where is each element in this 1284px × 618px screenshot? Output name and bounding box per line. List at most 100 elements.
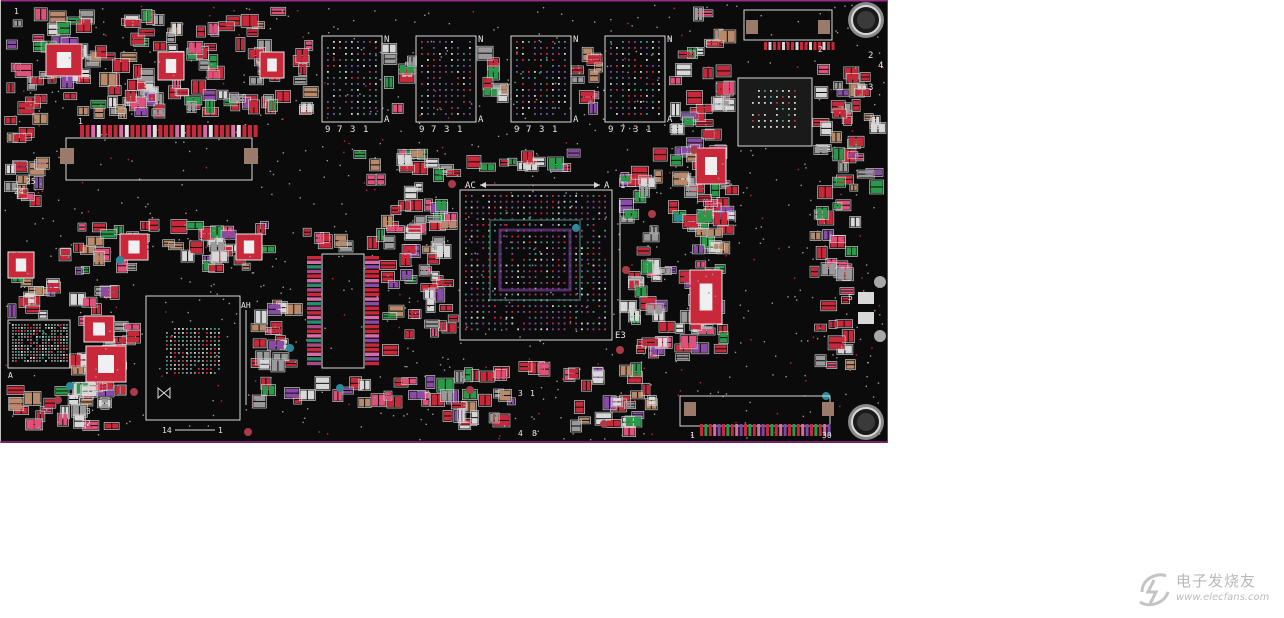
- via: [785, 375, 787, 378]
- bga-ball: [575, 195, 577, 197]
- via: [434, 90, 437, 93]
- test-point: [572, 224, 580, 232]
- bga-ball: [66, 324, 68, 326]
- via: [90, 426, 93, 428]
- bga-ball: [39, 324, 41, 326]
- via: [842, 237, 844, 240]
- bga-ball: [451, 107, 453, 109]
- smd-component: [636, 246, 651, 256]
- via: [512, 103, 515, 106]
- via: [158, 61, 161, 63]
- smd-component: [38, 310, 48, 320]
- bga-ball: [345, 71, 347, 73]
- via: [537, 154, 539, 157]
- via: [589, 100, 592, 102]
- smd-component: [229, 93, 246, 103]
- bga-ball: [563, 258, 566, 261]
- bga-ball: [433, 101, 435, 103]
- bga-ball: [469, 83, 471, 85]
- via: [618, 248, 620, 251]
- bga-ball: [575, 247, 577, 249]
- via: [555, 396, 557, 399]
- smd-component: [17, 188, 29, 200]
- bga-ball: [557, 247, 560, 249]
- smd-component: [833, 81, 843, 91]
- bga-ball: [516, 65, 518, 67]
- bga-ball: [421, 65, 423, 67]
- bga-ball: [451, 47, 453, 49]
- connector-pad: [773, 42, 776, 50]
- via: [295, 99, 297, 102]
- bga-ball: [351, 59, 353, 61]
- via: [478, 105, 481, 107]
- power-inductor: [119, 233, 149, 261]
- smd-component: [679, 334, 698, 350]
- via: [289, 288, 292, 290]
- smd-component: [423, 288, 436, 300]
- smd-component: [75, 18, 92, 33]
- via: [57, 199, 60, 201]
- via: [397, 96, 400, 98]
- bga-ball: [445, 53, 447, 55]
- bga-ball: [758, 114, 760, 116]
- bga-ball: [333, 47, 335, 49]
- bga-ball: [482, 287, 485, 290]
- via: [370, 110, 372, 113]
- bga-ball: [363, 77, 365, 79]
- via: [26, 240, 28, 242]
- test-point: [466, 386, 474, 394]
- bga-ball: [198, 340, 200, 342]
- bga-ball: [202, 340, 204, 342]
- bga-ball: [540, 316, 543, 319]
- bga-ball: [523, 311, 525, 313]
- smd-component: [151, 108, 165, 117]
- bga-ball: [186, 352, 188, 354]
- via: [635, 50, 638, 53]
- bga-ball: [351, 77, 353, 79]
- bga-ball: [357, 77, 359, 79]
- via: [679, 115, 682, 117]
- via: [550, 291, 552, 294]
- bga-ball: [598, 282, 601, 284]
- via: [472, 10, 474, 13]
- bga-ball: [218, 348, 220, 350]
- via: [464, 378, 467, 381]
- via: [405, 281, 408, 283]
- via: [182, 169, 185, 172]
- bga-ball: [581, 253, 583, 255]
- smd-component: [712, 242, 725, 251]
- via: [830, 88, 832, 91]
- bga-ball: [54, 354, 56, 356]
- via: [539, 340, 541, 342]
- bga-ball: [375, 95, 377, 97]
- via: [745, 289, 747, 292]
- via: [365, 85, 367, 87]
- via: [100, 383, 103, 386]
- via: [579, 368, 581, 371]
- connector-pad: [169, 125, 174, 137]
- bga-ball: [482, 224, 485, 226]
- bga-ball: [546, 328, 548, 331]
- bga-ball: [511, 322, 514, 325]
- bga-ball: [60, 330, 62, 332]
- bga-ball: [445, 71, 447, 73]
- via: [104, 322, 106, 325]
- bga-ball: [563, 322, 566, 325]
- smd-component: [588, 101, 599, 115]
- bga-ball: [421, 47, 423, 49]
- bga-ball: [170, 352, 172, 354]
- bga-ball: [552, 253, 554, 255]
- bga-ball: [427, 113, 429, 115]
- bga-ball: [21, 333, 23, 335]
- bga-ball: [476, 229, 479, 232]
- connector-pad: [810, 424, 813, 436]
- bga-ball: [54, 327, 56, 329]
- via: [154, 13, 156, 15]
- via: [287, 15, 290, 17]
- via: [333, 26, 335, 28]
- bga-ball: [214, 336, 216, 338]
- bga-ball: [470, 328, 473, 331]
- via: [726, 4, 728, 6]
- via: [307, 229, 310, 232]
- smd-component: [817, 64, 830, 75]
